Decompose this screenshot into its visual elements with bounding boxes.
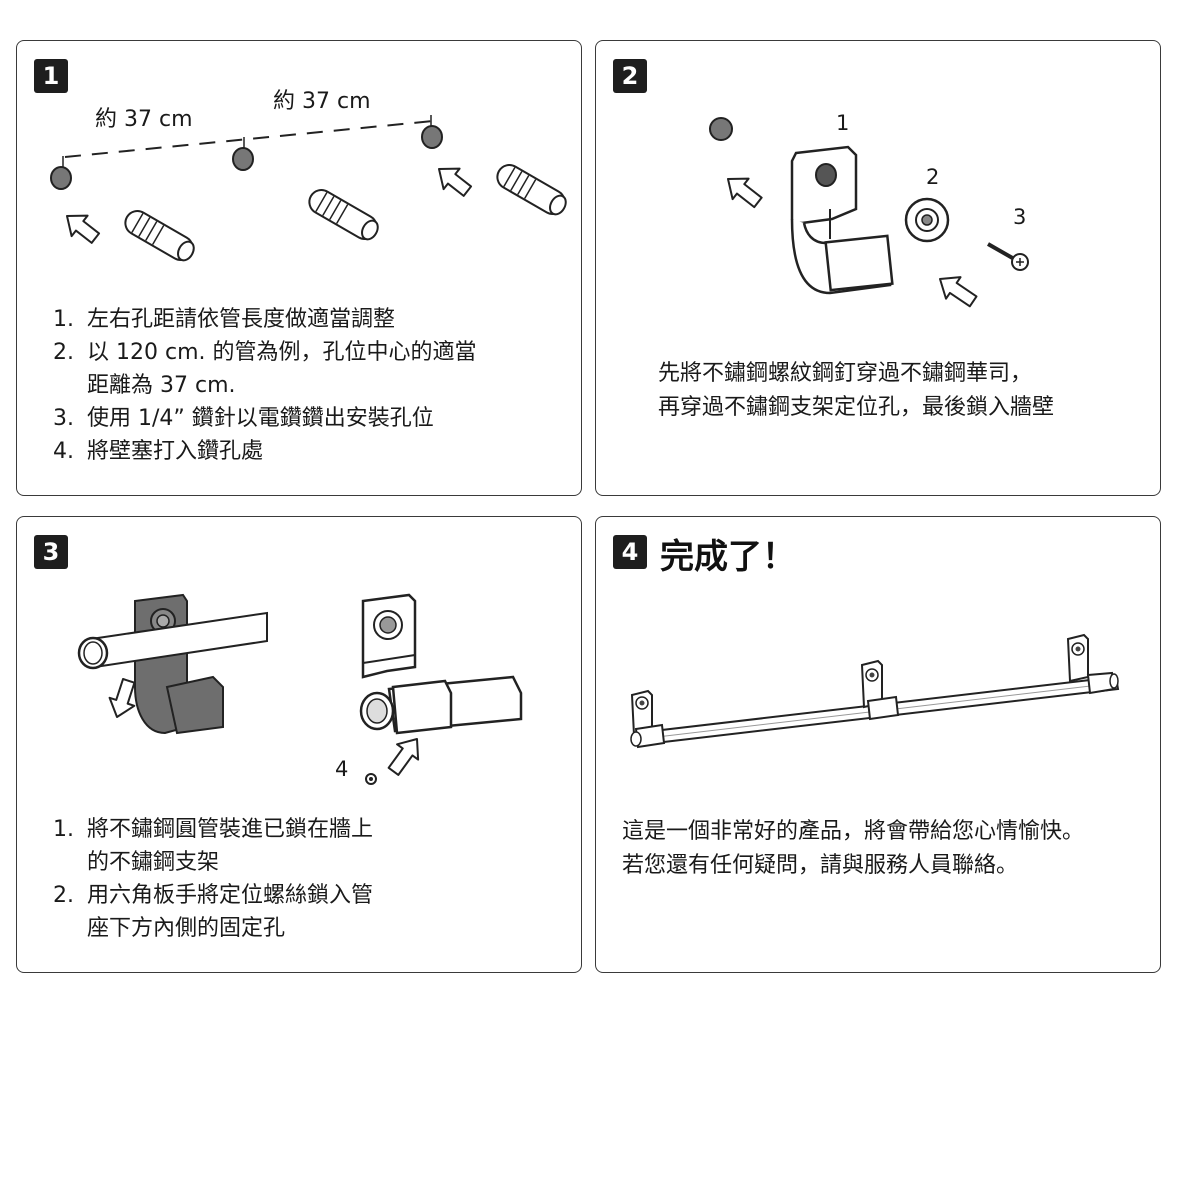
part-label-washer: 2 (926, 165, 940, 189)
wall-anchor-icon (124, 210, 195, 262)
insert-arrow-icon (727, 177, 763, 209)
panel-step-4: 4 完成了！ 這是一個非常 (595, 516, 1161, 973)
pipe-insert-diagram (77, 593, 523, 785)
closing-message: 這是一個非常好的產品，將會帶給您心情愉快。 若您還有任何疑問，請與服務人員聯絡。 (622, 815, 1152, 883)
assembled-bracket-icon (359, 593, 523, 735)
bracket-mount-diagram (709, 117, 1029, 308)
list-item: 2.用六角板手將定位螺絲鎖入管座下方內側的固定孔 (53, 883, 374, 941)
instruction-line: 先將不鏽鋼螺紋鋼釘穿過不鏽鋼華司， (658, 361, 1033, 386)
insert-arrow-icon (438, 167, 473, 197)
list-item: 4.將壁塞打入鑽孔處 (53, 439, 264, 464)
panel-step-2: 2 1 2 3 先將不鏽鋼螺紋鋼釘穿過不鏽鋼華司， (595, 40, 1161, 496)
part-label-bracket: 1 (836, 111, 850, 135)
distance-label-left: 約 37 cm (95, 107, 193, 132)
bracket-icon (1066, 633, 1119, 695)
step-list: 1.左右孔距請依管長度做適當調整 2.以 120 cm. 的管為例，孔位中心的適… (53, 303, 497, 468)
step-badge: 2 (613, 59, 647, 93)
step-badge: 3 (34, 535, 68, 569)
insert-arrow-icon (939, 276, 978, 308)
part-label-screw: 3 (1013, 205, 1027, 229)
bracket-icon (860, 659, 900, 721)
insert-arrow-icon (66, 214, 101, 244)
step-badge: 1 (34, 59, 68, 93)
finished-rail-diagram (630, 633, 1120, 749)
pipe-icon (77, 611, 268, 670)
list-item: 3.使用 1/4” 鑽針以電鑽鑽出安裝孔位 (53, 406, 434, 431)
drilling-diagram (50, 115, 567, 262)
washer-icon (904, 197, 950, 243)
completion-title: 完成了！ (660, 537, 796, 577)
hole-mark-middle (232, 137, 254, 171)
instruction-line: 再穿過不鏽鋼支架定位孔，最後鎖入牆壁 (658, 395, 1055, 420)
hole-mark-left (50, 156, 72, 190)
distance-label-right: 約 37 cm (273, 89, 371, 114)
set-screw-icon (365, 773, 377, 785)
insert-arrow-icon (108, 678, 136, 718)
bracket-icon (630, 689, 666, 749)
step-list: 1.將不鏽鋼圓管裝進已鎖在牆上的不鏽鋼支架 2.用六角板手將定位螺絲鎖入管座下方… (53, 813, 393, 945)
list-item: 1.將不鏽鋼圓管裝進已鎖在牆上的不鏽鋼支架 (53, 817, 374, 875)
panel-step-3: 3 (16, 516, 582, 973)
bracket-icon (134, 593, 224, 735)
insert-arrow-icon (387, 738, 420, 776)
wall-hole-icon (709, 117, 733, 141)
step-badge: 4 (613, 535, 647, 569)
list-item: 1.左右孔距請依管長度做適當調整 (53, 307, 396, 332)
list-item: 2.以 120 cm. 的管為例，孔位中心的適當距離為 37 cm. (53, 340, 477, 398)
screw-icon (987, 242, 1029, 271)
wall-anchor-icon (308, 189, 379, 241)
hole-mark-right (421, 115, 443, 149)
message-line: 若您還有任何疑問，請與服務人員聯絡。 (622, 853, 1019, 878)
message-line: 這是一個非常好的產品，將會帶給您心情愉快。 (622, 819, 1085, 844)
wall-anchor-icon (496, 164, 567, 216)
instruction-text: 先將不鏽鋼螺紋鋼釘穿過不鏽鋼華司， 再穿過不鏽鋼支架定位孔，最後鎖入牆壁 (658, 357, 1138, 425)
panel-step-1: 1 (16, 40, 582, 496)
bracket-icon (790, 145, 894, 295)
part-label-set-screw: 4 (335, 757, 349, 781)
